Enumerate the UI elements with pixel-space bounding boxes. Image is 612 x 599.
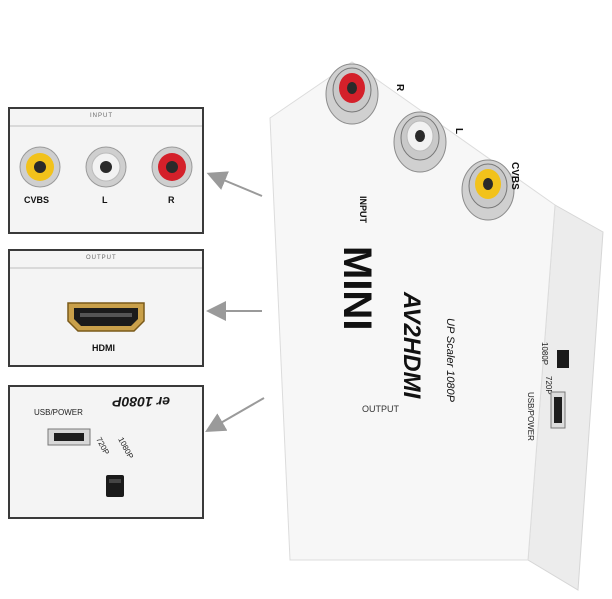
device-model-text: AV2HDMI <box>398 291 425 400</box>
device-mode-switch[interactable] <box>557 350 569 368</box>
hdmi-label: HDMI <box>92 343 115 353</box>
cvbs-label: CVBS <box>24 195 50 205</box>
device-subtitle-text: UP Scaler 1080P <box>444 318 456 403</box>
output-closeup-panel: OUTPUT HDMI <box>8 249 204 367</box>
device-cvbs-label: CVBS <box>509 162 520 190</box>
usb-power-label: USB/POWER <box>34 408 83 417</box>
device-red-jack <box>325 63 379 125</box>
device-l-label: L <box>453 128 464 134</box>
power-switch-closeup: er 1080P USB/POWER 720P 1080P <box>34 394 170 497</box>
l-label: L <box>102 195 108 205</box>
output-header: OUTPUT <box>86 255 117 261</box>
mini-usb-port-icon <box>47 428 91 446</box>
device-side-power-label: USB/POWER <box>526 392 535 441</box>
hdmi-port-closeup <box>10 267 202 332</box>
input-closeup-panel: INPUT CVBS L R <box>8 107 204 234</box>
device-input-label: INPUT <box>358 196 368 224</box>
device-mini-usb-icon <box>550 391 566 429</box>
red-rca-jack <box>151 146 193 188</box>
switch-closeup-panel: er 1080P USB/POWER 720P 1080P <box>8 385 204 519</box>
brand-text-fragment: er 1080P <box>112 394 170 410</box>
device-side-720-label: 720P <box>544 376 553 395</box>
yellow-rca-jack <box>19 146 61 188</box>
white-rca-jack <box>85 146 127 188</box>
device-output-label: OUTPUT <box>362 404 400 414</box>
device-r-label: R <box>394 84 405 92</box>
mode-switch-slider[interactable] <box>106 475 124 497</box>
device-white-jack <box>393 111 447 173</box>
device-side-1080-label: 1080P <box>540 342 549 365</box>
device-yellow-jack <box>461 159 515 221</box>
r-label: R <box>168 195 175 205</box>
input-header: INPUT <box>90 113 113 119</box>
device-mini-logo: MINI <box>335 246 379 330</box>
hdmi-port-icon <box>67 302 145 332</box>
rca-jacks-closeup <box>10 125 202 188</box>
